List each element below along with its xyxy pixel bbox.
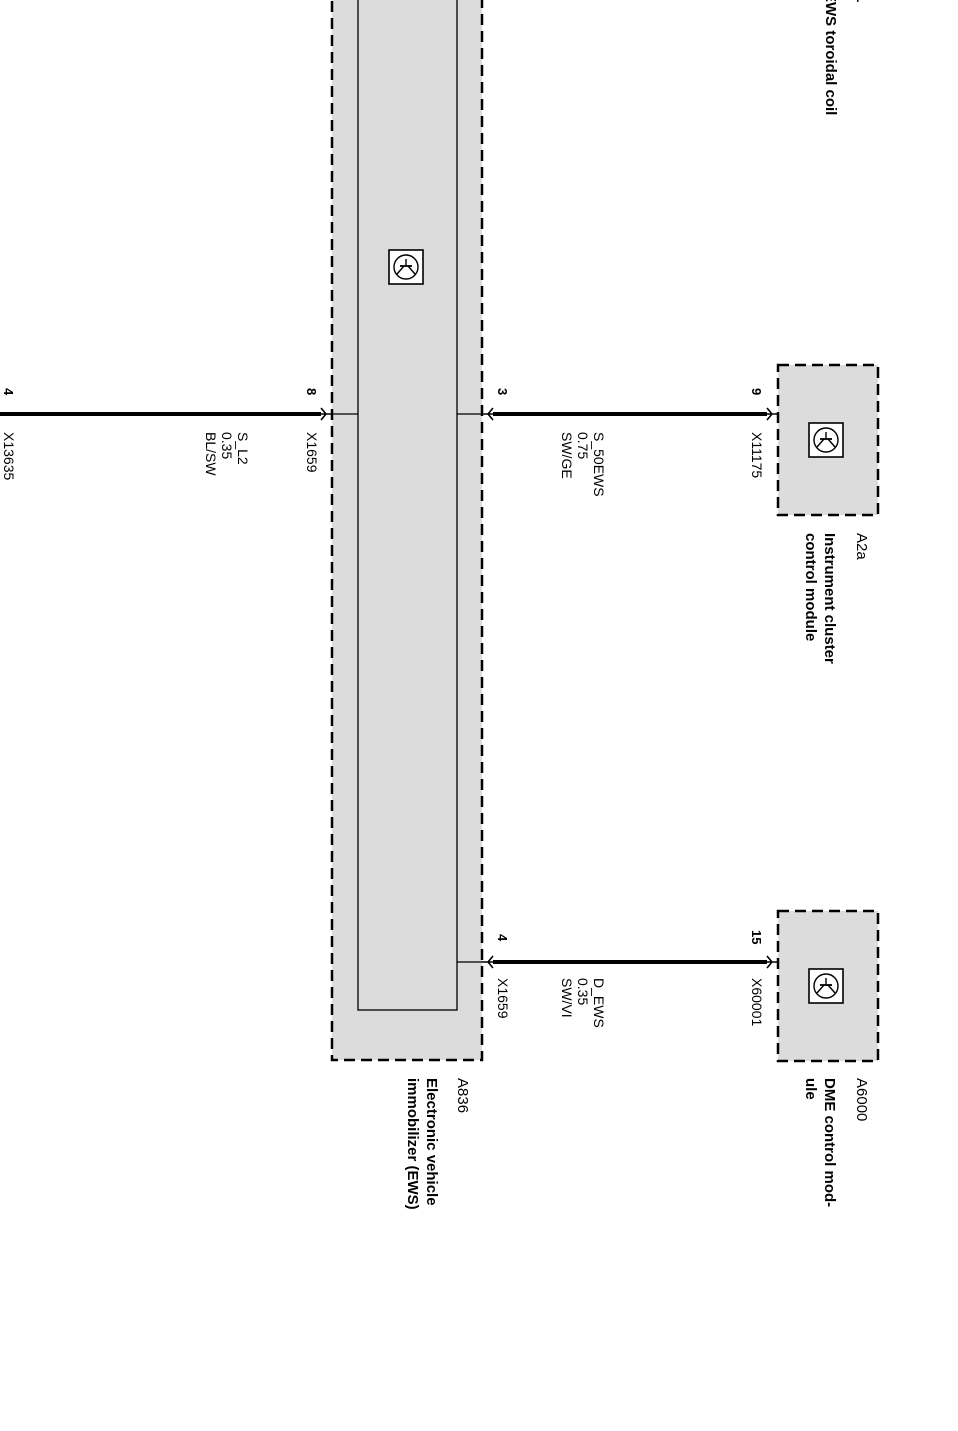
wire-color-code: SW/GE bbox=[559, 432, 575, 479]
instrument-cluster-name-line2: control module bbox=[802, 533, 819, 641]
pin-number: 9 bbox=[749, 388, 764, 395]
dme-name-line1: DME control mod- bbox=[821, 1078, 838, 1207]
ews-module-inner-box bbox=[357, 0, 458, 1011]
connector-label: X1659 bbox=[495, 978, 511, 1019]
pin-number: 4 bbox=[1, 388, 16, 396]
transistor-icon bbox=[808, 422, 844, 458]
connector-terminal bbox=[482, 955, 494, 969]
transistor-icon bbox=[808, 968, 844, 1004]
ews-coil-name: EWS toroidal coil bbox=[822, 0, 839, 115]
connector-label: X11175 bbox=[749, 432, 765, 478]
transistor-icon bbox=[388, 249, 424, 285]
instrument-cluster-id: A2a bbox=[853, 533, 870, 560]
connector-label: X1659 bbox=[304, 432, 320, 473]
pin-number: 15 bbox=[749, 930, 764, 944]
wire-gauge: 0.35 bbox=[219, 432, 235, 459]
ews-module-name-line2: immobilizer (EWS) bbox=[404, 1078, 421, 1210]
wire-signal: S_50EWS bbox=[591, 432, 607, 497]
connector-terminal bbox=[320, 407, 332, 421]
wire-gauge: 0.75 bbox=[575, 432, 591, 459]
pin-number: 8 bbox=[304, 388, 319, 395]
dme-name-line2: ule bbox=[802, 1078, 819, 1100]
wire-signal: S_L2 bbox=[235, 432, 251, 465]
connector-label: X60001 bbox=[749, 978, 765, 1026]
instrument-cluster-name-line1: Instrument cluster bbox=[821, 533, 838, 664]
wire-gauge: 0.35 bbox=[575, 978, 591, 1005]
pin-number: 3 bbox=[495, 388, 510, 395]
connector-terminal bbox=[482, 407, 494, 421]
ews-module-id: A836 bbox=[454, 1078, 471, 1113]
ews-coil-id: 1 bbox=[853, 0, 870, 2]
wire-color-code: BL/SW bbox=[203, 432, 219, 476]
dme-id: A6000 bbox=[853, 1078, 870, 1121]
ews-module-name-line1: Electronic vehicle bbox=[423, 1078, 440, 1206]
connector-terminal bbox=[766, 955, 778, 969]
wire-color-code: SW/VI bbox=[559, 978, 575, 1018]
pin-number: 4 bbox=[495, 934, 510, 942]
connector-label: X13635 bbox=[1, 432, 17, 480]
connector-terminal bbox=[766, 407, 778, 421]
wire-signal: D_EWS bbox=[591, 978, 607, 1028]
